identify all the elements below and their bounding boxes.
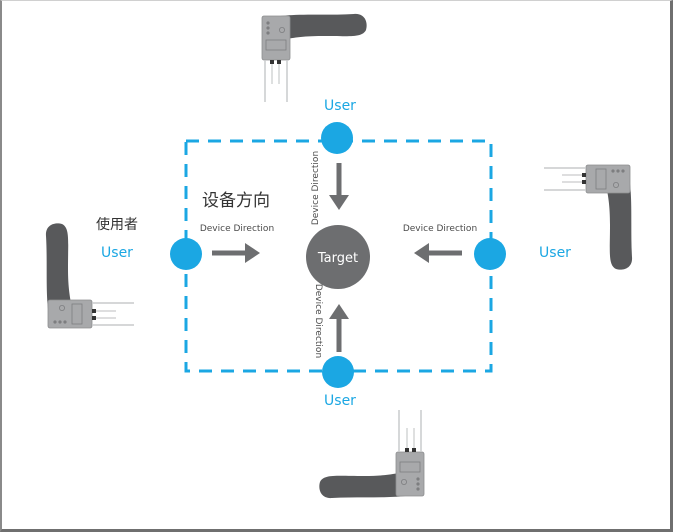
user-marker-left: [170, 238, 202, 270]
user-label-cn: 使用者: [96, 216, 138, 233]
handheld-device-icon-left: [45, 222, 135, 329]
target-circle: [306, 225, 370, 289]
direction-label-bottom: Device Direction: [313, 284, 323, 358]
user-label-bottom: User: [324, 393, 356, 409]
user-label-right: User: [539, 245, 571, 261]
user-marker-top: [321, 122, 353, 154]
handheld-device-icon-top: [261, 13, 368, 103]
user-marker-right: [474, 238, 506, 270]
user-marker-bottom: [322, 356, 354, 388]
handheld-device-icon-bottom: [318, 409, 425, 499]
user-label-left: User: [101, 245, 133, 261]
heading-device-direction-cn: 设备方向: [202, 191, 270, 211]
user-label-top: User: [324, 98, 356, 114]
target-label: Target: [317, 251, 358, 266]
direction-label-right: Device Direction: [403, 224, 477, 234]
direction-label-left: Device Direction: [200, 224, 274, 234]
direction-label-top: Device Direction: [311, 151, 321, 225]
